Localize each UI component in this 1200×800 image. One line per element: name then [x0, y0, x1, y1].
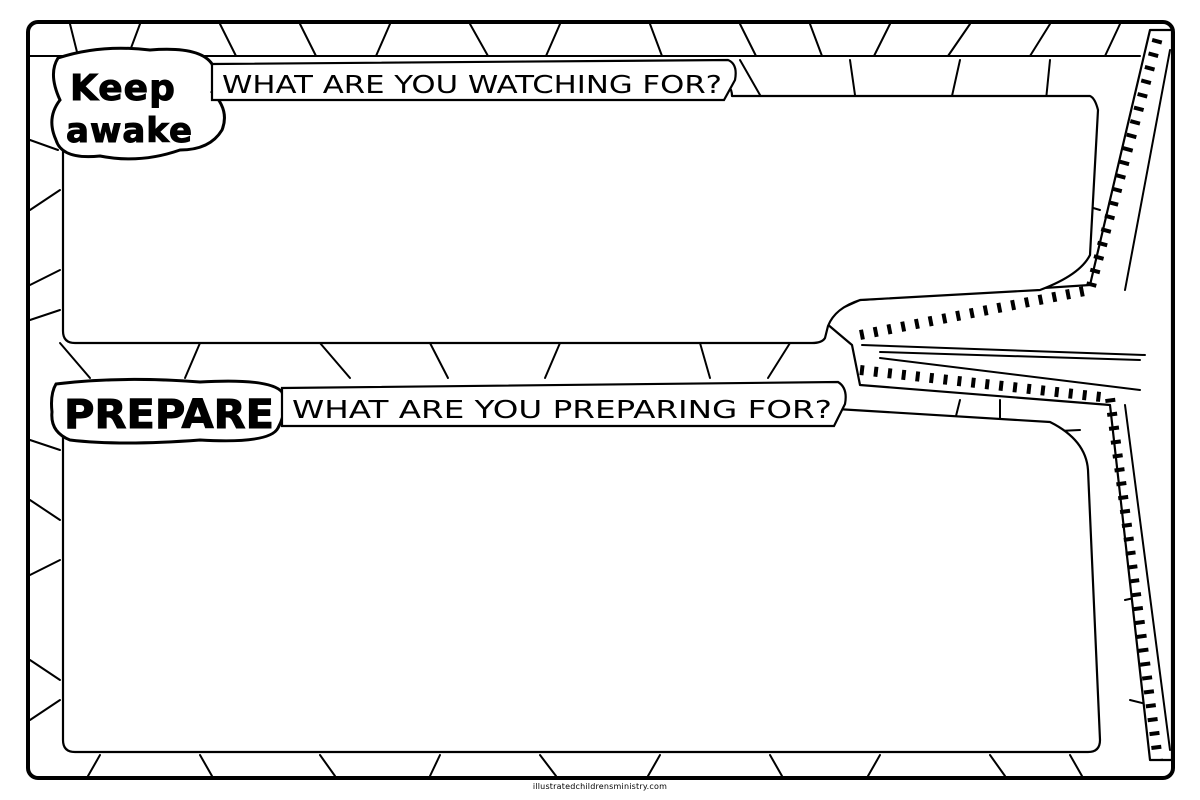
section-2-question-banner	[280, 380, 847, 428]
section-1-title-line-2: awake	[66, 111, 193, 151]
section-2-heading: PREPARE WHAT ARE YOU PREPARING FOR?	[50, 377, 847, 445]
section-2-question: WHAT ARE YOU PREPARING FOR?	[292, 395, 832, 424]
section-1-heading: Keep awake WHAT ARE YOU WATCHING FOR?	[50, 46, 737, 161]
writing-box-2[interactable]	[61, 406, 1102, 754]
section-1-title-badge	[50, 46, 226, 161]
section-1-question-banner	[210, 58, 737, 102]
writing-box-1[interactable]	[61, 82, 1100, 345]
section-1-title-line-1: Keep	[70, 68, 176, 109]
section-2-title-badge	[50, 377, 286, 445]
section-2-title-text: PREPARE	[64, 392, 274, 438]
section-1-question: WHAT ARE YOU WATCHING FOR?	[222, 70, 722, 99]
footer-url: illustratedchildrensministry.com	[532, 782, 668, 791]
